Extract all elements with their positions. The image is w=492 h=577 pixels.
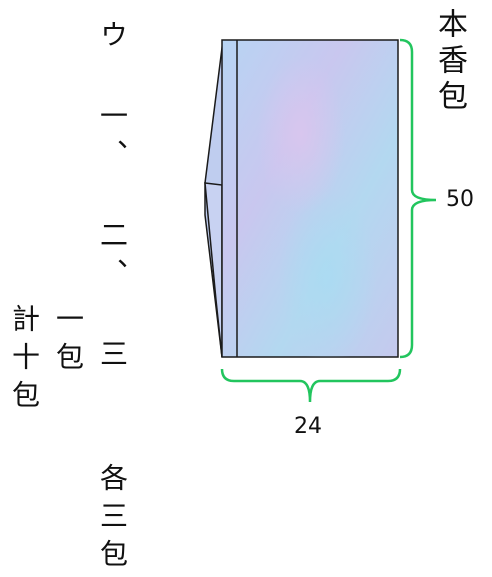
width-dimension-label: 24	[294, 414, 322, 439]
packet-diagram	[204, 38, 437, 403]
packet-title: 本香包	[432, 8, 467, 116]
width-bracket	[220, 368, 402, 403]
instruction-line-2: 一包	[52, 304, 85, 380]
height-bracket	[399, 38, 437, 359]
packet-texture-2	[222, 40, 398, 357]
instruction-line-1: ウ 一、 二、 三 各三包	[96, 20, 129, 577]
instruction-line-3: 計十包	[8, 304, 41, 418]
left-fold-tab	[204, 182, 223, 358]
height-dimension-label: 50	[446, 187, 474, 212]
